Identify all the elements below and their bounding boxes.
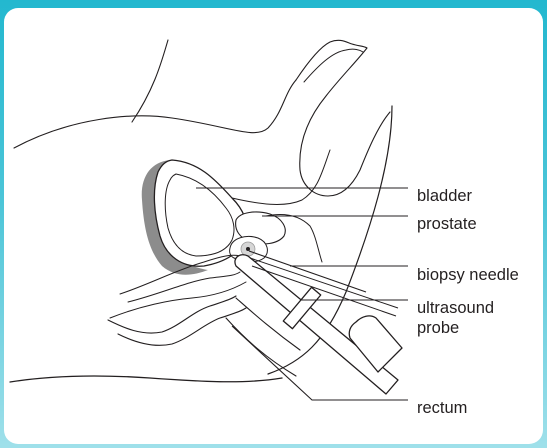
rectum-label: rectum	[417, 399, 467, 417]
ultrasound-probe-label-line2: probe	[417, 318, 494, 338]
biopsy-target-core	[246, 247, 250, 251]
tissue-layer-2	[128, 272, 240, 302]
rectal-wall-inner	[226, 318, 296, 376]
buttock-contour	[14, 80, 296, 148]
ultrasound-probe-label: ultrasound probe	[417, 298, 494, 338]
pelvic-bone-inner	[304, 49, 363, 82]
pelvic-bone-outline	[296, 40, 390, 196]
ultrasound-probe-label-line1: ultrasound	[417, 298, 494, 318]
biopsy-needle-label: biopsy needle	[417, 266, 519, 284]
prostate-label: prostate	[417, 215, 477, 233]
urethra-line	[232, 150, 330, 204]
diagram-card: bladder prostate biopsy needle ultrasoun…	[4, 8, 543, 444]
rectal-fold-upper	[108, 296, 236, 333]
bladder-label: bladder	[417, 187, 472, 205]
tissue-layer-3	[110, 282, 246, 318]
lower-body-contour	[10, 376, 282, 382]
rectal-fold-lower	[118, 308, 246, 345]
upper-body-contour	[132, 40, 168, 122]
